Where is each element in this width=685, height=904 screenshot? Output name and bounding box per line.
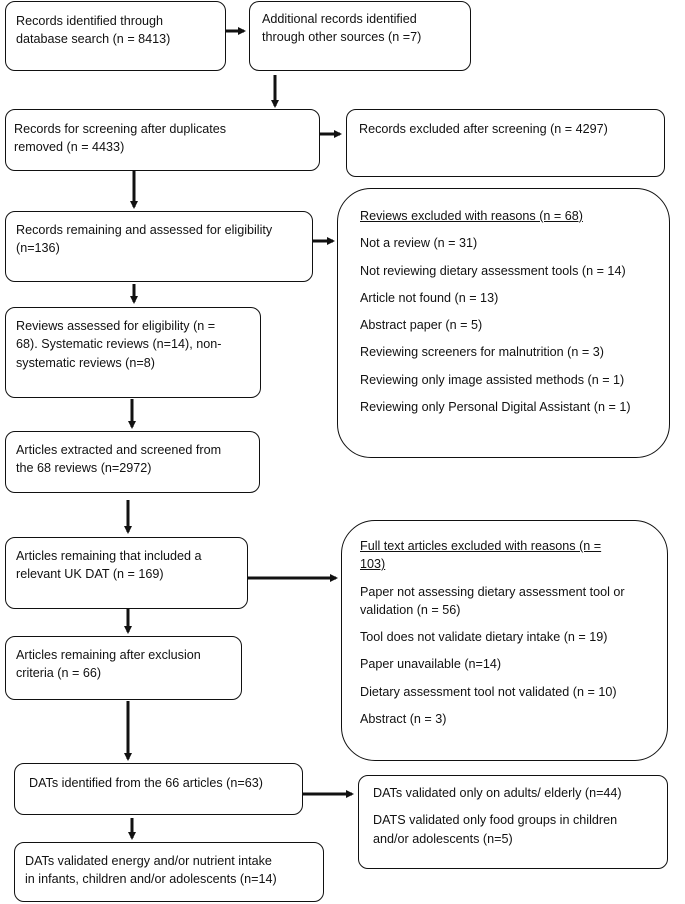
- fulltext-excluded-item: Paper unavailable (n=14): [360, 657, 502, 672]
- articles-relevant-box: Articles remaining that included a relev…: [5, 537, 248, 609]
- articles-after-exclusion-box: Articles remaining after exclusion crite…: [5, 636, 242, 700]
- fulltext-excluded-item: Tool does not validate dietary intake (n…: [360, 630, 608, 644]
- records-remaining-text: Records remaining and assessed for eligi…: [16, 223, 273, 256]
- reviews-excluded-item: Reviewing only image assisted methods (n…: [360, 372, 625, 387]
- fulltext-excluded-item: Dietary assessment tool not validated (n…: [360, 684, 617, 699]
- dats-identified-text: DATs identified from the 66 articles (n=…: [29, 776, 263, 790]
- reviews-excluded-item: Abstract paper (n = 5): [360, 318, 483, 332]
- articles-relevant-text: Articles remaining that included a relev…: [16, 549, 202, 582]
- fulltext-excluded-item: Paper not assessing dietary assessment t…: [360, 584, 625, 617]
- reviews-excluded-item: Not a review (n = 31): [360, 236, 478, 251]
- articles-extracted-box: Articles extracted and screened from the…: [5, 431, 260, 493]
- reviews-excluded-heading: Reviews excluded with reasons (n = 68): [360, 209, 583, 223]
- records-excluded-box: Records excluded after screening (n = 42…: [346, 109, 665, 177]
- records-identified-text: Records identified through database sear…: [16, 14, 171, 47]
- reviews-excluded-item: Reviewing screeners for malnutrition (n …: [360, 345, 604, 360]
- dats-identified-box: DATs identified from the 66 articles (n=…: [14, 763, 303, 815]
- reviews-assessed-box: Reviews assessed for eligibility (n = 68…: [5, 307, 261, 398]
- reviews-assessed-text: Reviews assessed for eligibility (n = 68…: [16, 319, 222, 370]
- records-remaining-box: Records remaining and assessed for eligi…: [5, 211, 313, 282]
- articles-after-exclusion-text: Articles remaining after exclusion crite…: [16, 648, 201, 681]
- fulltext-excluded-item: Abstract (n = 3): [360, 711, 447, 726]
- reviews-excluded-item: Reviewing only Personal Digital Assistan…: [360, 399, 631, 414]
- dats-excluded-item: DATs validated only on adults/ elderly (…: [373, 786, 622, 800]
- dats-validated-box: DATs validated energy and/or nutrient in…: [14, 842, 324, 902]
- dats-validated-text: DATs validated energy and/or nutrient in…: [25, 854, 277, 887]
- articles-extracted-text: Articles extracted and screened from the…: [16, 443, 222, 476]
- additional-records-text: Additional records identified through ot…: [262, 12, 422, 45]
- fulltext-excluded-box: Full text articles excluded with reasons…: [341, 520, 668, 761]
- records-excluded-text: Records excluded after screening (n = 42…: [359, 122, 608, 136]
- records-screening-box: Records for screening after duplicates r…: [5, 109, 320, 171]
- dats-excluded-item: DATS validated only food groups in child…: [373, 813, 618, 846]
- records-identified-box: Records identified through database sear…: [5, 1, 226, 71]
- reviews-excluded-item: Article not found (n = 13): [360, 290, 499, 305]
- reviews-excluded-box: Reviews excluded with reasons (n = 68) N…: [337, 188, 670, 458]
- reviews-excluded-item: Not reviewing dietary assessment tools (…: [360, 263, 626, 278]
- fulltext-excluded-heading: Full text articles excluded with reasons…: [360, 539, 602, 572]
- additional-records-box: Additional records identified through ot…: [249, 1, 471, 71]
- dats-excluded-box: DATs validated only on adults/ elderly (…: [358, 775, 668, 869]
- records-screening-text: Records for screening after duplicates r…: [14, 122, 227, 155]
